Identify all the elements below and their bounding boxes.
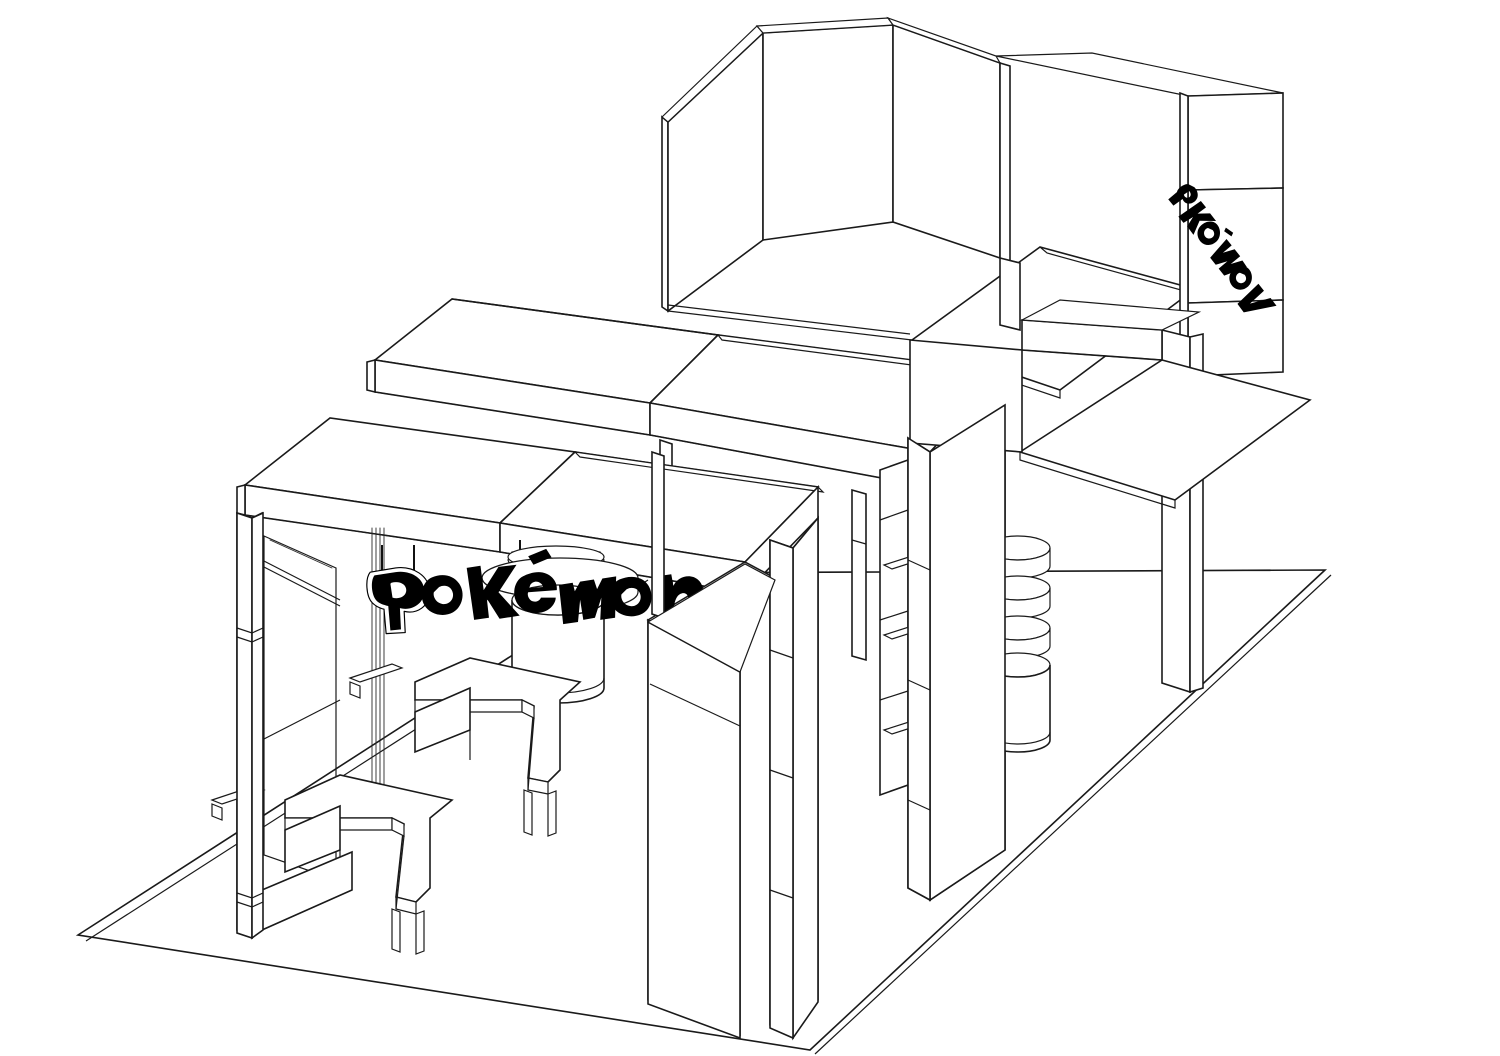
right-end-wall: [995, 52, 1312, 694]
pokemon-side-panel-sign: [1168, 184, 1277, 313]
wall-shelf-upper-left: [348, 663, 404, 699]
front-right-panels-overlay: [646, 515, 819, 1041]
bench-rear: [414, 657, 582, 837]
bench-front: [284, 774, 454, 955]
right-partition-overlay: [907, 403, 1006, 902]
rear-uprights: [651, 450, 867, 662]
left-front-post-overlay: [236, 511, 264, 940]
